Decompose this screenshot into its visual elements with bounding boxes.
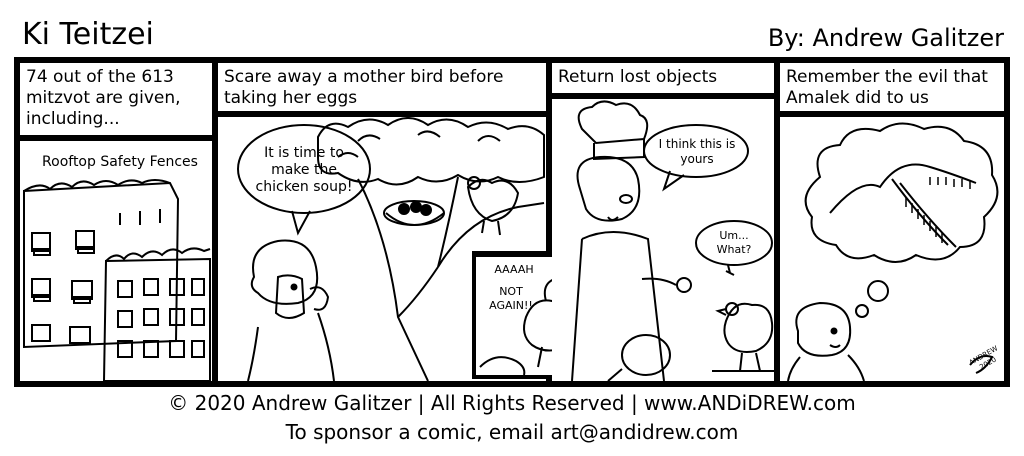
chicken-scream-text: AAAAH (494, 263, 534, 276)
chicken-not-again-text: NOT AGAIN!! (489, 285, 533, 312)
panel-3: I think this is yours Um... What? (552, 99, 774, 381)
panel-4-caption: Remember the evil that Amalek did to us (780, 63, 1004, 111)
comic-title: Ki Teitzei (22, 17, 154, 52)
panel-2-caption: Scare away a mother bird before taking h… (218, 63, 546, 111)
panel-3-speech-2: Um... What? (716, 229, 752, 256)
tree-and-nest-illustration (237, 117, 545, 381)
panel-1-caption: 74 out of the 613 mitzvot are given, inc… (20, 63, 212, 135)
panel-1: Rooftop Safety Fences (20, 141, 212, 381)
panel-4: ANDREW 2020 (780, 117, 1004, 381)
panel-3-speech-1: I think this is yours (658, 137, 736, 166)
sponsor-line: To sponsor a comic, email art@andidrew.c… (285, 420, 739, 444)
comic-byline: By: Andrew Galitzer (767, 24, 1004, 52)
thought-bubble-illustration (787, 122, 999, 381)
panel-1-label: Rooftop Safety Fences (42, 154, 198, 170)
buildings-illustration (23, 179, 211, 381)
comic-strip: 74 out of the 613 mitzvot are given, inc… (14, 57, 1010, 387)
copyright-line: © 2020 Andrew Galitzer | All Rights Rese… (168, 391, 856, 415)
panel-2-speech: It is time to make the chicken soup! (255, 145, 353, 195)
panel-3-caption: Return lost objects (552, 63, 774, 93)
chef-and-chicken-illustration (571, 100, 774, 381)
